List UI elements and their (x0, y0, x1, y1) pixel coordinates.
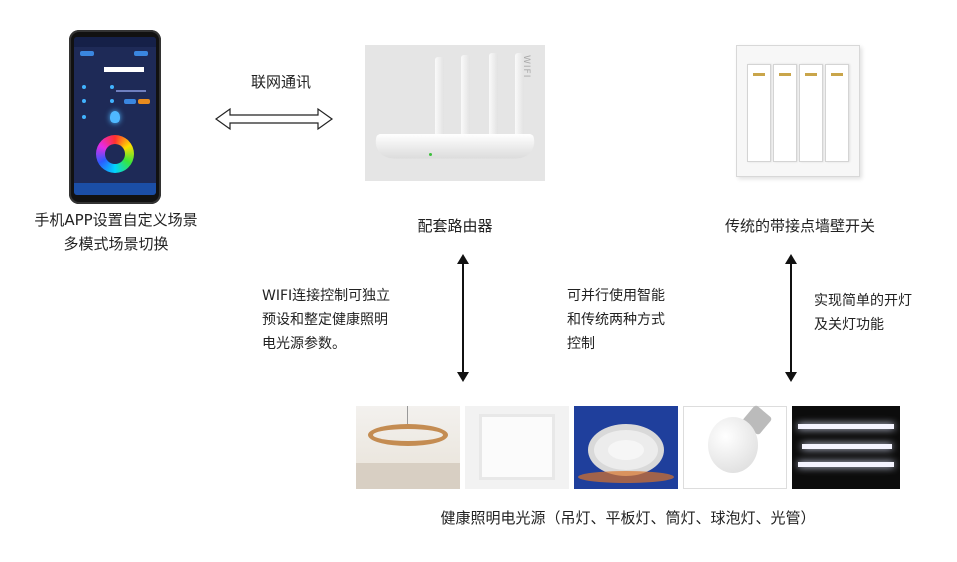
network-label: 联网通讯 (250, 73, 311, 91)
right-note-line2: 及关灯功能 (814, 317, 884, 333)
middle-note: 可并行使用智能 和传统两种方式 控制 (567, 284, 717, 356)
middle-note-line3: 控制 (567, 336, 595, 352)
right-note-line1: 实现简单的开灯 (814, 293, 912, 309)
middle-note-line2: 和传统两种方式 (567, 312, 665, 328)
router-caption: 配套路由器 (417, 217, 493, 235)
bulb-light-icon (683, 404, 787, 489)
left-note-line3: 电光源参数。 (262, 336, 346, 352)
wall-switch-icon (736, 45, 860, 177)
pendant-light-icon (356, 406, 460, 489)
bidirectional-arrow-icon (214, 107, 334, 131)
left-note: WIFI连接控制可独立 预设和整定健康照明 电光源参数。 (262, 284, 447, 356)
panel-light-icon (465, 406, 569, 489)
router-brand-text: WIFI (521, 55, 531, 79)
right-note: 实现简单的开灯 及关灯功能 (814, 289, 954, 337)
switch-lights-arrow-icon (784, 254, 798, 382)
router-icon: WIFI (365, 45, 545, 181)
downlight-icon (574, 406, 678, 489)
middle-note-line1: 可并行使用智能 (567, 288, 665, 304)
phone-caption-line2: 多模式场景切换 (63, 235, 169, 253)
router-lights-arrow-icon (456, 254, 470, 382)
left-note-line2: 预设和整定健康照明 (262, 312, 388, 328)
phone-caption: 手机APP设置自定义场景 多模式场景切换 (0, 208, 232, 256)
switch-caption: 传统的带接点墙壁开关 (724, 217, 875, 235)
left-note-line1: WIFI连接控制可独立 (262, 288, 391, 304)
phone-caption-line1: 手机APP设置自定义场景 (34, 211, 198, 229)
tube-light-icon (792, 406, 900, 489)
bottom-caption: 健康照明电光源（吊灯、平板灯、筒灯、球泡灯、光管） (440, 509, 816, 527)
phone-app-icon (69, 30, 161, 204)
